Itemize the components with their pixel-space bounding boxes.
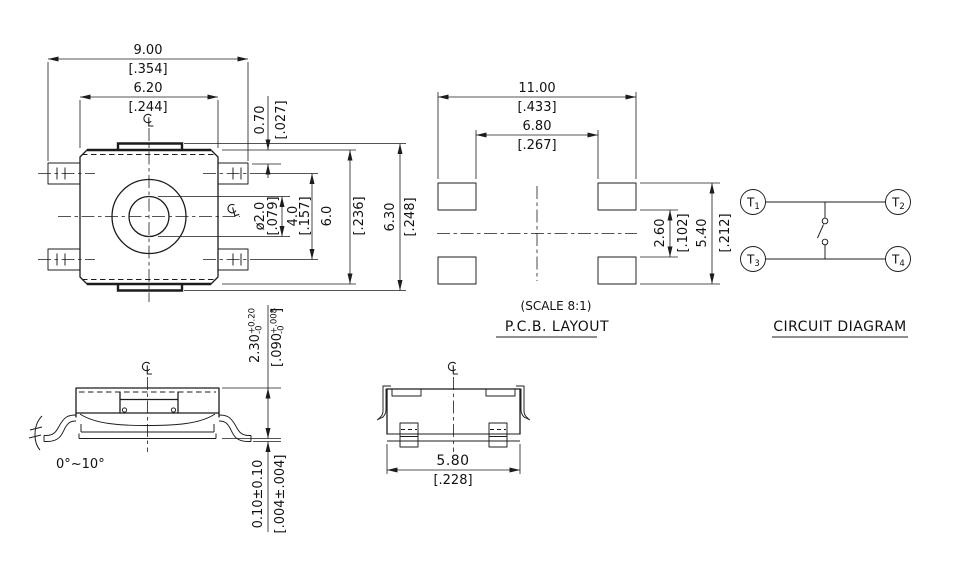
dim-label-inch: [.079] [266, 196, 281, 235]
terminal-label: T1 [746, 196, 760, 213]
pcb-pad [597, 256, 637, 285]
front-terminal-left [399, 422, 419, 448]
dim-label: 9.00 [134, 43, 163, 58]
centerlines [58, 128, 240, 302]
cover-tabs [87, 142, 211, 292]
dim-side-standoff: 0.10±0.10 [.004±.004] [251, 441, 288, 534]
dim-label: 2.60 [653, 219, 668, 248]
dim-label-group: 2.30 +0.20 -0 [248, 308, 265, 363]
dim-label: 5.40 [695, 219, 710, 248]
dim-label-inch: [.157] [298, 196, 313, 235]
dim-label: 6.0 [320, 206, 335, 227]
terminal-label: T4 [891, 253, 905, 270]
dim-label-inch: [.267] [517, 138, 556, 153]
side-lead-left [43, 414, 77, 442]
dim-top-width-outer: 9.00 [.354] [47, 43, 249, 161]
dim-label-inch: [.004±.004] [273, 455, 288, 534]
dim-label-inch: [.212] [718, 213, 733, 252]
pcb-layout: 11.00 [.433] 6.80 [.267] 2.60 [.102] 5.4… [437, 81, 733, 338]
circuit-wires [765, 201, 886, 260]
dim-label: 5.80 [436, 453, 469, 469]
dim-label: 0.70 [253, 106, 268, 135]
front-clip-left [376, 385, 391, 421]
dim-label-inch: [.433] [517, 100, 556, 115]
dim-pad-gap-height: 2.60 [.102] [640, 209, 691, 258]
side-plunger [119, 391, 179, 414]
dim-label-inch: [.248] [403, 197, 418, 236]
svg-text:+0.20: +0.20 [248, 308, 258, 334]
top-view [38, 113, 252, 302]
svg-text:[.090: [.090 [270, 333, 285, 367]
dim-label-inch: [.354] [128, 62, 167, 77]
dim-pad-span-height: 5.40 [.212] [640, 182, 733, 285]
terminal-label: T2 [891, 196, 905, 213]
pcb-pad [437, 182, 477, 211]
dim-label-inch-group: [.090 +.008 -0 ] [270, 308, 287, 367]
front-top-notches [391, 389, 516, 397]
dim-overall-height: 6.30 [.248] [184, 143, 418, 291]
dim-label: 0.10±0.10 [251, 460, 266, 529]
switch-symbol [817, 202, 829, 259]
dim-terminal-pitch: 4.0 [.157] [252, 173, 318, 260]
svg-text:-0: -0 [277, 326, 287, 334]
dim-label: 4.0 [286, 206, 301, 227]
svg-text:+.008: +.008 [270, 308, 280, 334]
dim-top-width-cover: 6.20 [.244] [79, 81, 219, 148]
dim-label: 6.20 [134, 81, 163, 96]
dim-label: 11.00 [518, 81, 555, 96]
dim-label-inch: [.102] [676, 213, 691, 252]
lead-angle-label: 0°~10° [56, 457, 105, 472]
circuit-diagram-title: CIRCUIT DIAGRAM [773, 319, 907, 335]
front-terminal-right [488, 422, 508, 448]
lead-angle-indicator [28, 415, 43, 451]
scale-note: (SCALE 8:1) [521, 299, 592, 313]
dim-cover-to-terminal: 0.70 [.027] [222, 96, 289, 178]
dim-label-inch: [.244] [128, 100, 167, 115]
dim-body-height: 6.0 [.236] [222, 149, 367, 285]
dim-pad-span-width: 11.00 [.433] [437, 81, 637, 179]
dim-label-inch: [.236] [352, 196, 367, 235]
pcb-pad [597, 182, 637, 211]
pcb-centerlines [437, 186, 637, 281]
dim-pad-gap-width: 6.80 [.267] [475, 119, 599, 179]
circuit-diagram: T1 T2 T3 T4 CIRCUIT DIAGRAM [740, 189, 911, 338]
dim-label-inch: [.228] [433, 473, 472, 488]
pcb-pad [437, 256, 477, 285]
dim-label: 6.80 [523, 119, 552, 134]
dim-side-body-height: 2.30 +0.20 -0 [.090 +.008 -0 ] [222, 305, 287, 442]
dim-label-inch: [.027] [274, 100, 289, 139]
pcb-layout-title: P.C.B. LAYOUT [505, 319, 609, 335]
side-view: 0°~10° [28, 361, 252, 472]
dim-label: ø2.0 [253, 202, 268, 231]
dim-label: 6.30 [383, 203, 398, 232]
terminal-label: T3 [746, 253, 760, 270]
dim-plunger-diameter: ø2.0 [.079] [158, 196, 290, 237]
terminals [38, 162, 252, 271]
svg-text:-0: -0 [255, 326, 265, 334]
front-view: 5.80 [.228] [376, 361, 531, 488]
svg-text:2.30: 2.30 [248, 334, 263, 363]
front-clip-right [516, 385, 531, 421]
svg-text:]: ] [270, 308, 285, 313]
dim-front-base-width: 5.80 [.228] [386, 444, 521, 488]
